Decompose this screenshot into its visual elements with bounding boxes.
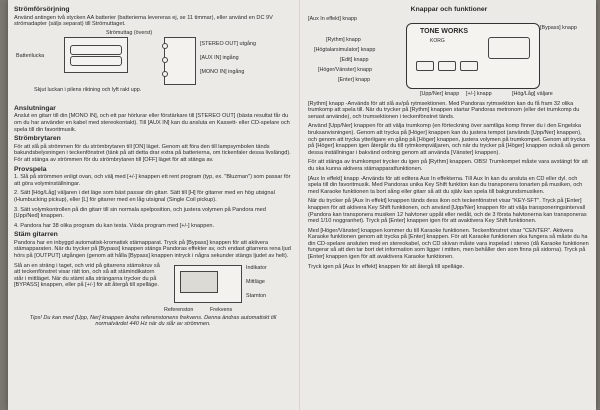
reference-label: Referenston xyxy=(164,306,194,313)
battery-box-label: Batterilucka xyxy=(16,52,45,59)
bypass-label: [Bypass] knapp xyxy=(540,24,577,31)
connections-heading: Anslutningar xyxy=(14,104,56,112)
tuning-section: Slå an en sträng i taget, och vrid på gi… xyxy=(14,263,292,315)
tuning-text-2: Slå an en sträng i taget, och vrid på gi… xyxy=(14,262,160,289)
jack-stereo xyxy=(162,42,168,49)
edit-label: [Edit] knapp xyxy=(340,56,369,63)
enter-label: [Enter] knapp xyxy=(338,76,371,83)
button-shape xyxy=(416,60,434,71)
rhythm-select-paragraph: Använd [Upp/Ner] knappen för att välja t… xyxy=(308,123,590,156)
device-display xyxy=(488,36,530,59)
battery-text: Använd antingen två stycken AA batterier… xyxy=(14,14,273,28)
test-play-heading: Provspela xyxy=(14,165,47,173)
mid-label: Mittläge xyxy=(246,278,265,285)
power-inlet-label: Strömuttag (överst) xyxy=(106,29,153,36)
rhythm-label: [Rythm] knapp xyxy=(326,36,361,43)
mono-in-label: [MONO IN] ingång xyxy=(200,68,245,75)
speaker-sim-label: [Högtalarsimulator] knapp xyxy=(314,46,376,53)
aux-fx-label: [Aux In effekt] knapp xyxy=(308,15,358,22)
aux-in-label: [AUX IN] ingång xyxy=(200,54,239,61)
key-shift-paragraph: När du trycker på [Aux In effekt] knappe… xyxy=(308,198,587,225)
tuning-text-1: Pandora har en inbyggd automatisk-kromat… xyxy=(14,239,291,260)
test-step-2: 2. Sätt [Hög/Låg] väljaren i det läge so… xyxy=(14,190,275,203)
indicator-label: Indikator xyxy=(246,264,267,271)
test-step-3: 3. Sätt volymkontrollen på din gitarr ti… xyxy=(14,206,266,220)
stereo-out-label: [STEREO OUT] utgång xyxy=(200,40,257,47)
device-diagram: TONE WORKS KORG [Aux In effekt] knapp [B… xyxy=(308,15,590,101)
aux-effect-paragraph: [Aux In effekt] knapp -Används för att e… xyxy=(308,175,583,195)
tuning-heading: Stäm gitarren xyxy=(14,231,58,239)
connections-text: Anslut en gitarr till din [MONO IN], och… xyxy=(14,113,290,133)
button-shape xyxy=(438,60,456,71)
right-column: Knappar och funktioner TONE WORKS KORG [… xyxy=(308,4,590,273)
slide-note: Skjut luckan i pilens riktning och lyft … xyxy=(34,86,142,93)
rhythm-paragraph: [Rythm] knapp -Används för att slå av/på… xyxy=(308,100,580,120)
left-right-label: [Höger/Vänster] knapp xyxy=(318,66,372,73)
rhythm-off-paragraph: För att stänga av trumkompet trycker du … xyxy=(308,159,588,172)
jack-mono xyxy=(162,70,168,77)
power-switch-heading: Strömbrytaren xyxy=(14,135,61,143)
brand-logo: TONE WORKS xyxy=(420,27,469,35)
brand-sub: KORG xyxy=(430,37,445,44)
battery-cell xyxy=(70,44,122,55)
buttons-heading: Knappar och funktioner xyxy=(410,6,488,13)
test-step-1: 1. Slå på strömmen enligt ovan, och välj… xyxy=(14,174,291,187)
test-step-4: 4. Pandora har 38 olika program du kan t… xyxy=(14,222,215,229)
instruction-sheet: Strömförsörjning Använd antingen två sty… xyxy=(8,0,596,410)
device-side xyxy=(164,36,196,85)
updown-label: [Upp/Ner] knapp xyxy=(420,90,460,97)
battery-heading: Strömförsörjning xyxy=(14,6,70,13)
power-switch-text: För att slå på strömmen för du strömbryt… xyxy=(14,143,291,163)
battery-compartment xyxy=(64,36,128,73)
karaoke-paragraph: Med [Höger/Vänster] knappen kommer du ti… xyxy=(308,227,589,261)
left-column: Strömförsörjning Använd antingen två sty… xyxy=(14,4,292,331)
tips-text: Tips! Du kan med [Upp, Ner] knappen ändr… xyxy=(29,314,277,328)
return-paragraph: Tryck igen på [Aux In effekt] knappen fö… xyxy=(308,263,465,270)
jack-aux xyxy=(162,56,168,63)
highlow-label: [Hög/Låg] väljare xyxy=(512,90,553,97)
button-shape xyxy=(460,60,478,71)
page-fold xyxy=(299,0,301,410)
plusminus-label: [+/-] knapp xyxy=(466,90,492,97)
tuner-screen xyxy=(180,270,218,293)
battery-diagram: Batterilucka Strömuttag (överst) [STEREO… xyxy=(14,29,292,103)
note-label: Stamton xyxy=(246,292,267,299)
battery-cell xyxy=(70,55,122,66)
frequency-label: Frekvens xyxy=(210,306,233,313)
